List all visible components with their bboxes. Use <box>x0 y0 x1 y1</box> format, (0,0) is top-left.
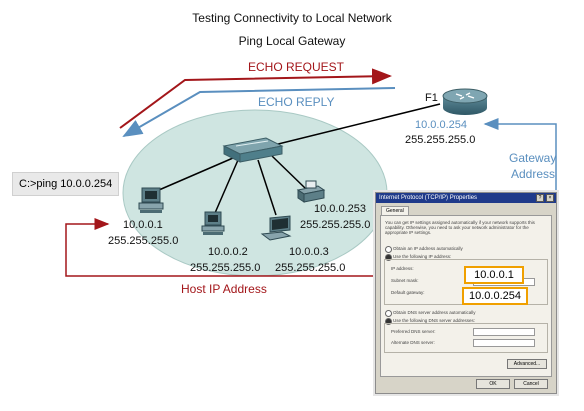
help-button[interactable]: ? <box>536 194 544 202</box>
close-button[interactable]: × <box>546 194 554 202</box>
local-network-area <box>122 109 388 277</box>
ok-button[interactable]: OK <box>476 379 510 389</box>
dialog-title: Internet Protocol (TCP/IP) Properties <box>376 193 556 203</box>
host2-mask: 255.255.255.0 <box>190 262 261 274</box>
default-gateway-label: Default gateway: <box>391 290 425 295</box>
dialog-intro-text: You can get IP settings assigned automat… <box>385 220 535 235</box>
echo-reply-arrow <box>122 87 396 138</box>
tab-general[interactable]: General <box>381 206 409 216</box>
advanced-button[interactable]: Advanced... <box>507 359 547 369</box>
link-switch-router <box>261 103 441 149</box>
diagram-title: Testing Connectivity to Local Network <box>192 11 392 25</box>
host1-mask: 255.255.255.0 <box>108 235 179 247</box>
router-mask: 255.255.255.0 <box>405 134 476 146</box>
use-dns-label: Use the following DNS server addresses: <box>393 318 476 323</box>
use-ip-label: Use the following IP address: <box>393 254 452 259</box>
router-ip: 10.0.0.254 <box>415 119 467 131</box>
host1-ip: 10.0.0.1 <box>123 219 163 231</box>
ping-command: C:>ping 10.0.0.254 <box>12 172 120 196</box>
laptop-icon <box>260 215 292 241</box>
printer-mask: 255.255.255.0 <box>300 219 371 231</box>
host-pc-2-icon <box>201 211 225 235</box>
obtain-dns-auto-radio[interactable] <box>385 310 392 317</box>
use-dns-radio[interactable] <box>385 318 392 325</box>
echo-request-label: ECHO REQUEST <box>248 60 345 74</box>
switch-icon <box>222 137 284 163</box>
default-gateway-field-highlight[interactable]: 10.0.0.254 <box>462 287 528 305</box>
printer-icon <box>296 180 326 203</box>
preferred-dns-label: Preferred DNS server: <box>391 329 436 334</box>
obtain-ip-auto-radio[interactable] <box>385 246 392 253</box>
cancel-button[interactable]: Cancel <box>514 379 548 389</box>
host3-ip: 10.0.0.3 <box>289 246 329 258</box>
host-ip-address-label: Host IP Address <box>181 282 267 296</box>
router-interface-label: F1 <box>425 92 438 104</box>
subnet-mask-label: Subnet mask: <box>391 278 419 283</box>
router-icon <box>442 88 488 115</box>
printer-ip: 10.0.0.253 <box>314 203 366 215</box>
link-switch-printer <box>271 155 306 189</box>
preferred-dns-field[interactable] <box>473 328 535 336</box>
alternate-dns-label: Alternate DNS server: <box>391 340 435 345</box>
gateway-label-line2: Address <box>511 167 556 181</box>
host2-ip: 10.0.0.2 <box>208 246 248 258</box>
host-pc-1-icon <box>138 187 164 213</box>
ip-address-field-highlight[interactable]: 10.0.0.1 <box>464 266 524 284</box>
link-switch-host2 <box>214 159 239 214</box>
obtain-dns-auto-label: Obtain DNS server address automatically <box>393 310 476 315</box>
host-ip-arrow <box>65 218 468 277</box>
echo-request-arrow <box>119 68 392 129</box>
use-ip-radio[interactable] <box>385 254 392 261</box>
link-switch-host3 <box>257 159 277 216</box>
host3-mask: 255.255.255.0 <box>275 262 346 274</box>
ip-address-label: IP address: <box>391 266 414 271</box>
dns-settings-group <box>384 323 548 353</box>
gateway-label-line1: Gateway <box>509 151 557 165</box>
obtain-ip-auto-label: Obtain an IP address automatically <box>393 246 463 251</box>
alternate-dns-field[interactable] <box>473 339 535 347</box>
echo-reply-label: ECHO REPLY <box>258 95 335 109</box>
diagram-subtitle: Ping Local Gateway <box>238 34 346 48</box>
link-switch-host1 <box>151 157 234 194</box>
